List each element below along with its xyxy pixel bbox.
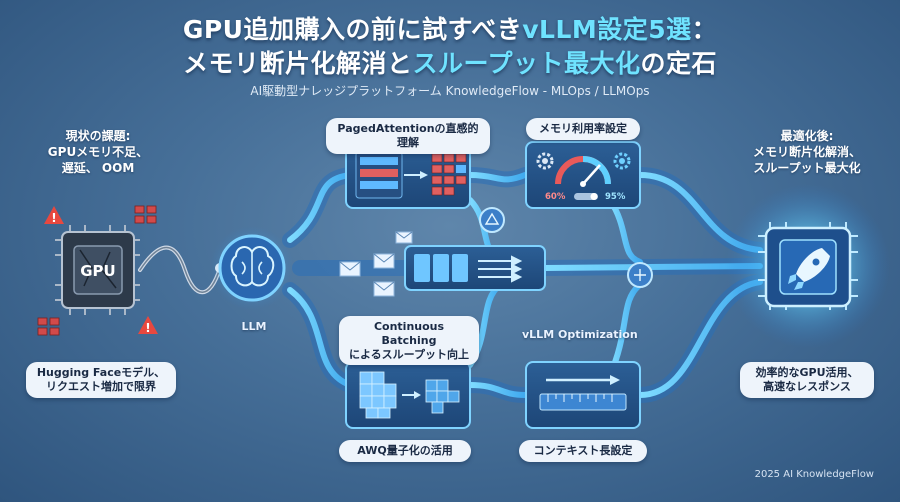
cause-line-2: リクエスト増加で限界 [46, 379, 156, 393]
memory-utilization-card [525, 141, 641, 209]
continuous-batching-line-1: Continuous Batching [373, 320, 445, 347]
continuous-batching-box [404, 245, 546, 291]
benefit-line-1: 効率的なGPU活用、 [755, 366, 859, 379]
gpu-chip-icon [55, 225, 140, 315]
continuous-batching-line-2: によるスループット向上 [349, 347, 470, 361]
brain-icon [210, 226, 294, 310]
result-line-1: 最適化後: [780, 129, 834, 143]
fragmented-memory-blocks [37, 205, 157, 336]
footer-copyright: 2025 AI KnowledgeFlow [754, 469, 874, 480]
continuous-batching-label: Continuous Batching によるスループット向上 [339, 316, 479, 366]
cube-stack-icon [359, 371, 460, 419]
svg-text:!: ! [51, 211, 56, 225]
title-accent-2: スループット最大化 [412, 49, 641, 78]
benefit-label: 効率的なGPU活用、 高速なレスポンス [740, 362, 874, 398]
result-line-2: メモリ断片化解消、 [752, 145, 861, 160]
envelope-icon [339, 231, 413, 297]
gpu-chip-label: GPU [80, 262, 116, 280]
problem-line-1: 現状の課題: [65, 129, 131, 143]
gear-icon [613, 152, 631, 170]
gauge-icon [555, 156, 611, 200]
warning-icon: ! [44, 206, 64, 225]
llm-label: LLM [241, 320, 267, 333]
gauge-high-label: 95% [605, 192, 626, 202]
benefit-line-2: 高速なレスポンス [763, 379, 851, 393]
main-title-line-1: GPU追加購入の前に試すべきvLLM設定5選： [0, 10, 900, 46]
title-text-1a: GPU追加購入の前に試すべき [182, 15, 523, 44]
context-length-label: コンテキスト長設定 [519, 440, 647, 462]
current-problem-text: 現状の課題: GPUメモリ不足、 遅延、 OOM [18, 128, 178, 177]
paged-attention-label: PagedAttentionの直感的理解 [326, 118, 490, 154]
memory-utilization-label: メモリ利用率設定 [526, 118, 640, 140]
title-text-1b: ： [691, 15, 718, 44]
warning-icon: ! [138, 316, 158, 335]
gear-icon [536, 152, 554, 170]
svg-text:!: ! [145, 321, 150, 335]
result-line-3: スループット最大化 [753, 161, 861, 176]
subtitle: AI駆動型ナレッジプラットフォーム KnowledgeFlow - MLOps … [250, 84, 650, 98]
title-accent-1: vLLM設定5選 [522, 15, 692, 44]
vllm-optimization-label: vLLM Optimization [522, 328, 638, 341]
network-node-icon [479, 207, 653, 288]
problem-line-2: GPUメモリ不足、 [47, 145, 149, 160]
title-text-2a: メモリ断片化解消と [182, 49, 413, 78]
main-title-line-2: メモリ断片化解消とスループット最大化の定石 [0, 44, 900, 80]
awq-label: AWQ量子化の活用 [339, 440, 471, 462]
rocket-icon [788, 248, 830, 290]
optimized-result-text: 最適化後: メモリ断片化解消、 スループット最大化 [722, 128, 892, 177]
problem-line-3: 遅延、 OOM [61, 161, 135, 176]
ruler-icon [539, 375, 627, 411]
title-text-2b: の定石 [640, 49, 718, 78]
cause-label: Hugging Faceモデル、 リクエスト増加で限界 [26, 362, 176, 398]
cause-line-1: Hugging Faceモデル、 [36, 366, 166, 379]
gauge-low-label: 60% [545, 192, 566, 202]
